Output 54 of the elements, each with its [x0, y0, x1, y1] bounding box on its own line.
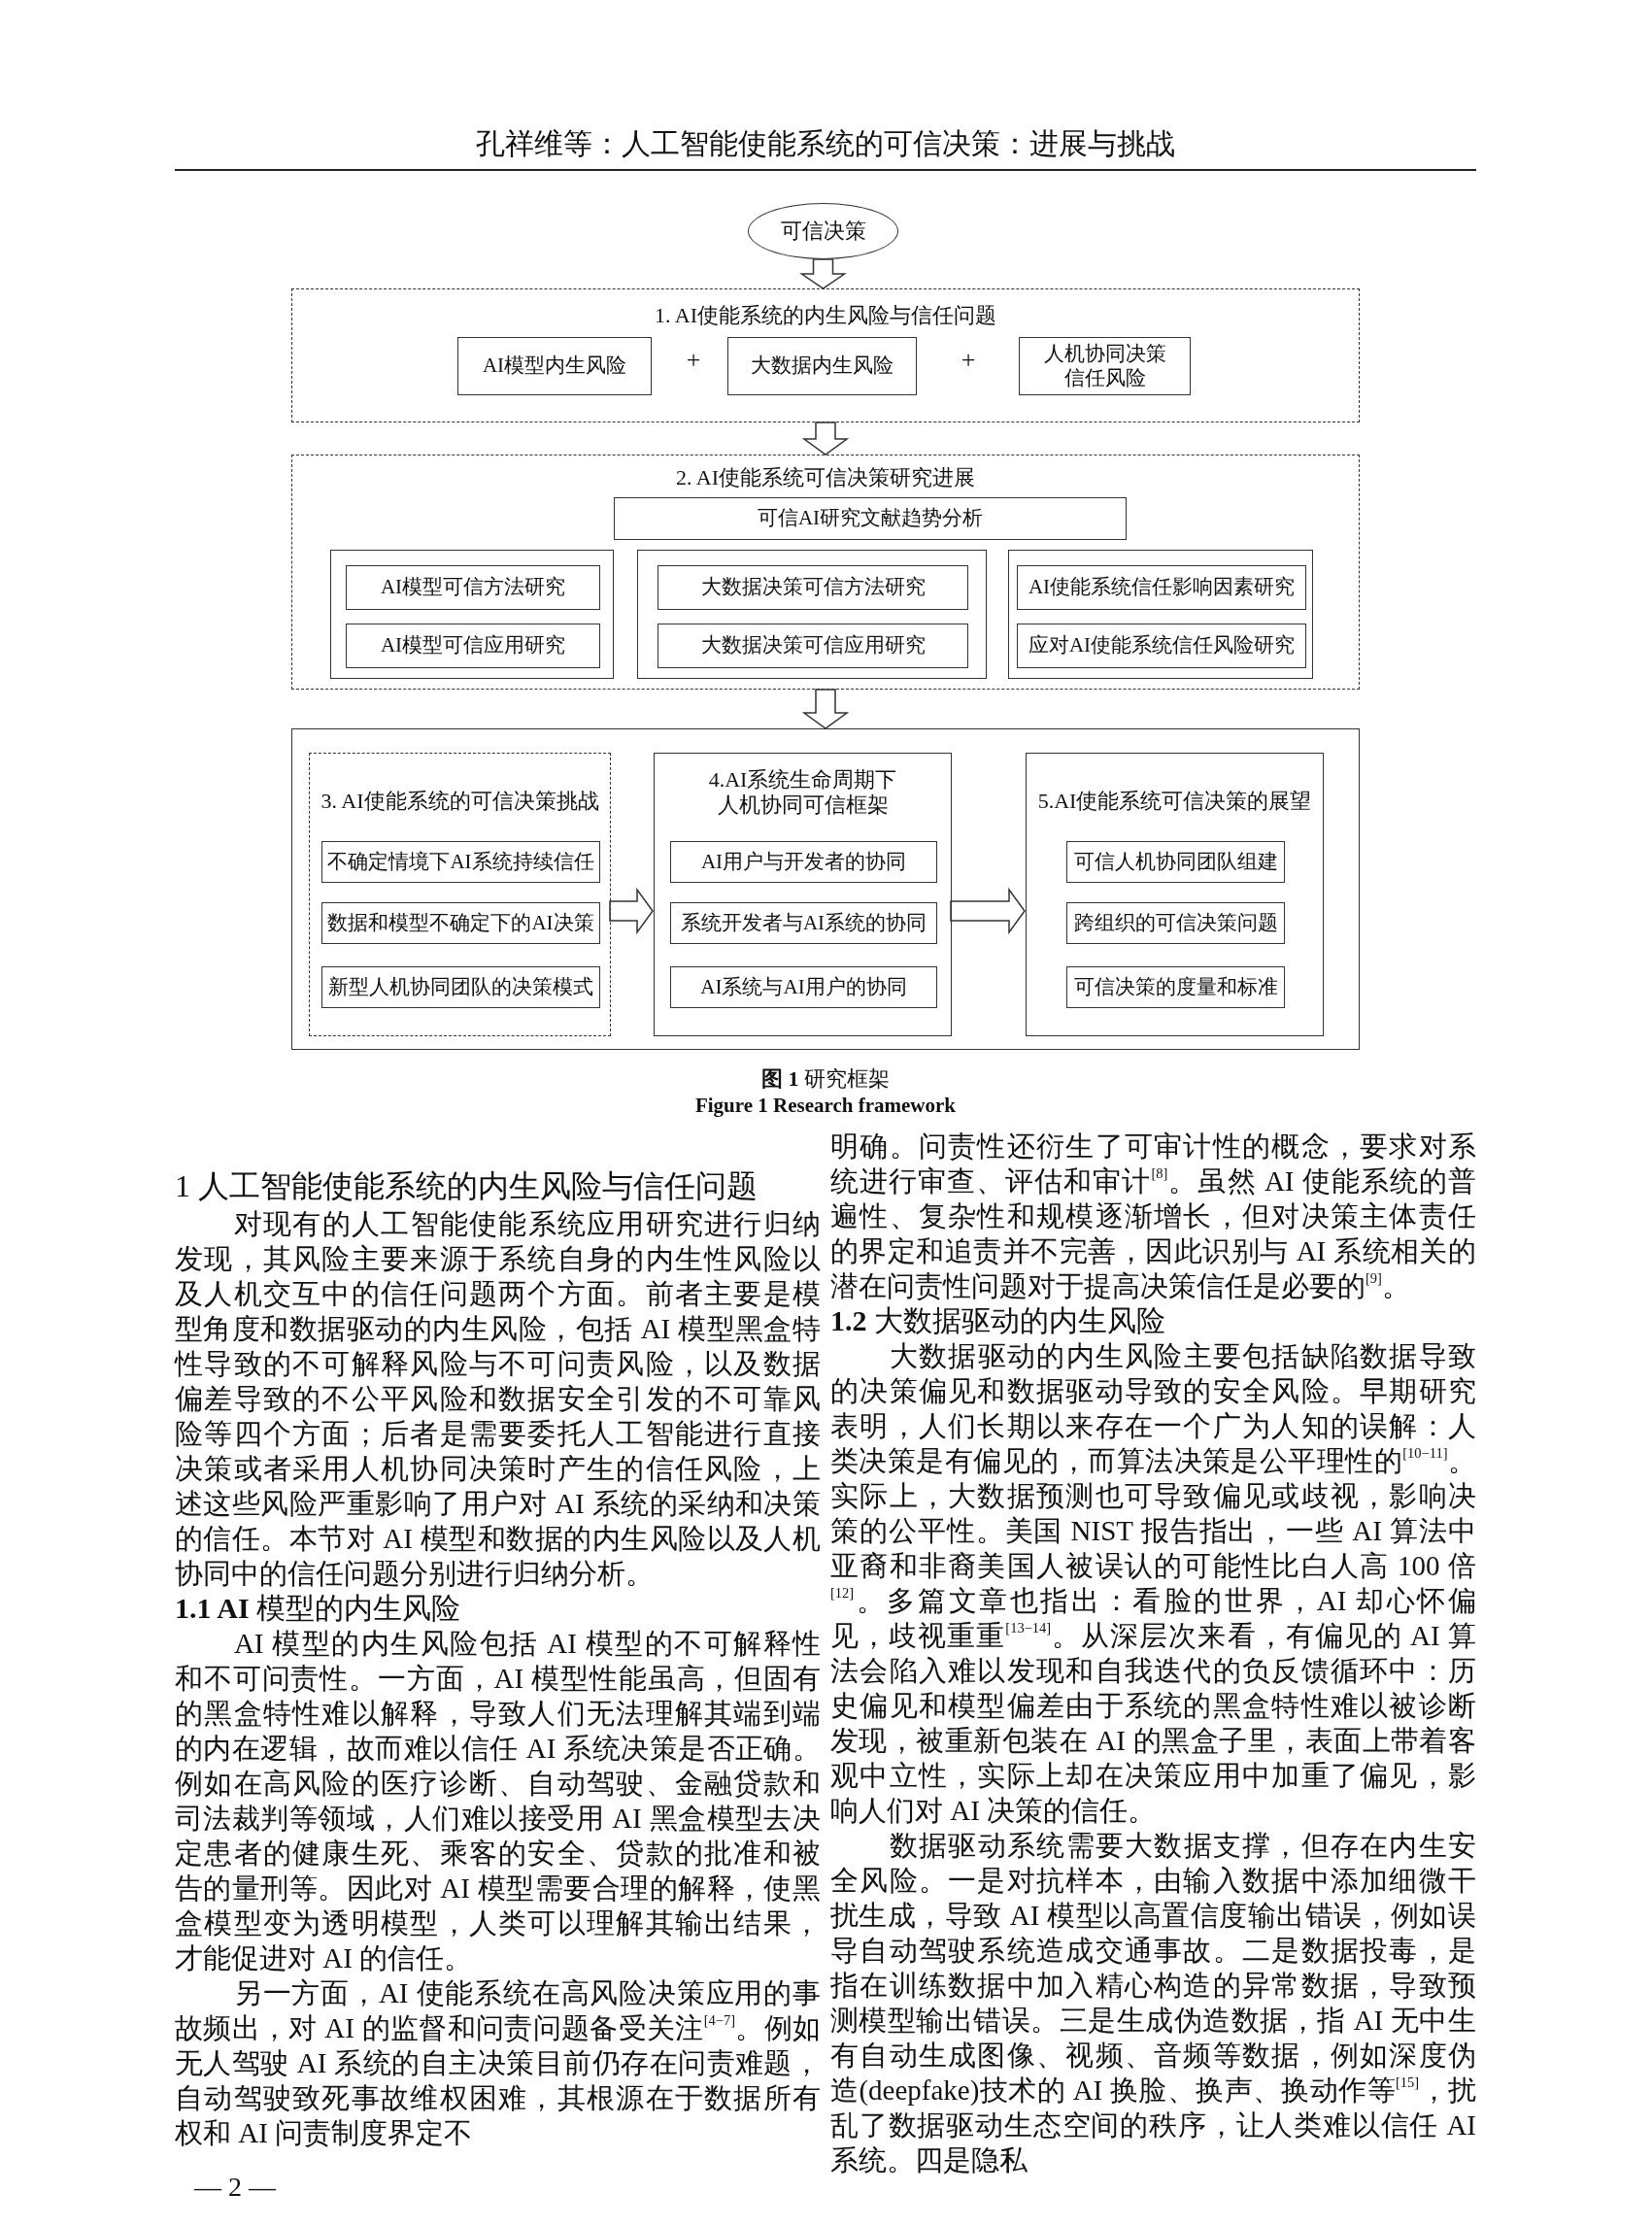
group-panel [330, 550, 614, 679]
subsection-heading: 1.1 AI 模型的内生风险 [175, 1591, 462, 1626]
group-title: 5.AI使能系统可信决策的展望 [1036, 789, 1313, 815]
process-box: 新型人机协同团队的决策模式 [321, 966, 600, 1008]
process-box: AI模型内生风险 [457, 337, 652, 395]
process-box: 人机协同决策信任风险 [1019, 337, 1191, 395]
process-box: AI模型可信方法研究 [346, 565, 600, 610]
process-box: 应对AI使能系统信任风险研究 [1017, 624, 1306, 668]
start-ellipse: 可信决策 [748, 203, 898, 259]
process-box: AI使能系统信任影响因素研究 [1017, 565, 1306, 610]
running-header: 孔祥维等：人工智能使能系统的可信决策：进展与挑战 [475, 126, 1176, 161]
process-box: 大数据内生风险 [727, 337, 917, 395]
group-panel [1008, 550, 1313, 679]
group-title: 1. AI使能系统的内生风险与信任问题 [654, 303, 997, 329]
plus-sign: + [685, 346, 702, 375]
group-panel [1026, 753, 1324, 1036]
plus-sign: + [960, 346, 977, 375]
group-title: 2. AI使能系统可信决策研究进展 [675, 465, 976, 491]
block-arrow [801, 689, 850, 729]
process-box: AI系统与AI用户的协同 [670, 966, 937, 1008]
group-panel [637, 550, 987, 679]
section-heading: 1 人工智能使能系统的内生风险与信任问题 [175, 1167, 759, 1205]
page-number: — 2 — [194, 2172, 278, 2203]
group-title: 4.AI系统生命周期下人机协同可信框架 [707, 767, 898, 819]
paragraph: 大数据驱动的内生风险主要包括缺陷数据导致的决策偏见和数据驱动导致的安全风险。早期研究表明，人们长期以来存在一个广为人知的误解：人类决策是有偏见的，而算法决策是公平理性的$^{[10−11]}$。实际上，大数据预测也可导致偏见或歧视，影响决策的公平性。美国 NIST 报告指出，一些 AI 算法中亚裔和非裔美国人被误认的可能性比白人高 100 倍$^{[12]}$。多篇文章也指出：看脸的世界，AI 却心怀偏见，歧视重重$^{[13−14]}$。从深层次来看，有偏见的 AI 算法会陷入难以发现和自我迭代的负反馈循环中：历史偏见和模型偏差由于系统的黑盒特性难以被诊断发现，被重新包装在 AI 的黑盒子里，表面上带着客观中立性，实际上却在决策应用中加重了偏见，影响人们对 AI 决策的信任。 [830, 1339, 1476, 1828]
figure-caption: 图 1 研究框架 [760, 1065, 891, 1093]
process-box: 大数据决策可信方法研究 [657, 565, 968, 610]
block-arrow [799, 258, 847, 289]
process-box: 数据和模型不确定下的AI决策 [321, 902, 600, 944]
paragraph: 对现有的人工智能使能系统应用研究进行归纳发现，其风险主要来源于系统自身的内生性风险以及人机交互中的信任问题两个方面。前者主要是模型角度和数据驱动的内生风险，包括 AI 模型黑盒特性导致的不可解释风险与不可问责风险，以及数据偏差导致的不公平风险和数据安全引发的不可靠风险等四个方面；后者是需要委托人工智能进行直接决策或者采用人机协同决策时产生的信任风险，上述这些风险严重影响了用户对 AI 系统的采纳和决策的信任。本节对 AI 模型和数据的内生风险以及人机协同中的信任问题分别进行归纳分析。 [175, 1207, 821, 1591]
group-panel [291, 455, 1360, 690]
block-arrow [609, 887, 654, 935]
group-panel [291, 728, 1360, 1050]
process-box: 不确定情境下AI系统持续信任 [321, 841, 600, 883]
process-box: 可信决策的度量和标准 [1066, 966, 1285, 1008]
group-panel [291, 288, 1360, 422]
process-box: 系统开发者与AI系统的协同 [670, 902, 937, 944]
process-box: 大数据决策可信应用研究 [657, 624, 968, 668]
group-panel [654, 753, 952, 1036]
paragraph: 数据驱动系统需要大数据支撑，但存在内生安全风险。一是对抗样本，由输入数据中添加细微干扰生成，导致 AI 模型以高置信度输出错误，例如误导自动驾驶系统造成交通事故。二是数据投毒，是指在训练数据中加入精心构造的异常数据，导致预测模型输出错误。三是生成伪造数据，指 AI 无中生有自动生成图像、视频、音频等数据，例如深度伪造(deepfake)技术的 AI 换脸、换声、换动作等$^{[15]}$，扰乱了数据驱动生态空间的秩序，让人类难以信任 AI 系统。四是隐私 [830, 1829, 1476, 2177]
process-box: AI模型可信应用研究 [346, 624, 600, 668]
group-title: 3. AI使能系统的可信决策挑战 [320, 789, 600, 815]
process-box: AI用户与开发者的协同 [670, 841, 937, 883]
process-box: 可信AI研究文献趋势分析 [614, 497, 1127, 540]
process-box: 跨组织的可信决策问题 [1066, 902, 1285, 944]
paragraph: AI 模型的内生风险包括 AI 模型的不可解释性和不可问责性。一方面，AI 模型性能虽高，但固有的黑盒特性难以解释，导致人们无法理解其端到端的内在逻辑，故而难以信任 AI 系统决策是否正确。例如在高风险的医疗诊断、自动驾驶、金融贷款和司法裁判等领域，人们难以接受用 AI 黑盒模型去决定患者的健康生死、乘客的安全、贷款的批准和被告的量刑等。因此对 AI 模型需要合理的解释，使黑盒模型变为透明模型，人类可以理解其输出结果，才能促进对 AI 的信任。 [175, 1627, 821, 1975]
process-box: 可信人机协同团队组建 [1066, 841, 1285, 883]
block-arrow [801, 422, 850, 455]
subsection-heading: 1.2 大数据驱动的内生风险 [830, 1303, 1166, 1338]
group-panel [309, 753, 611, 1036]
paragraph: 明确。问责性还衍生了可审计性的概念，要求对系统进行审查、评估和审计$^{[8]}$。虽然 AI 使能系统的普遍性、复杂性和规模逐渐增长，但对决策主体责任的界定和追责并不完善，因此识别与 AI 系统相关的潜在问责性问题对于提高决策信任是必要的$^{[9]}$。 [830, 1130, 1476, 1303]
block-arrow [950, 887, 1026, 935]
figure-caption: Figure 1 Research framework [693, 1094, 958, 1118]
paragraph: 另一方面，AI 使能系统在高风险决策应用的事故频出，对 AI 的监督和问责问题备受关注$^{[4−7]}$。例如无人驾驶 AI 系统的自主决策目前仍存在问责难题，自动驾驶致死事故维权困难，其根源在于数据所有权和 AI 问责制度界定不 [175, 1976, 821, 2150]
